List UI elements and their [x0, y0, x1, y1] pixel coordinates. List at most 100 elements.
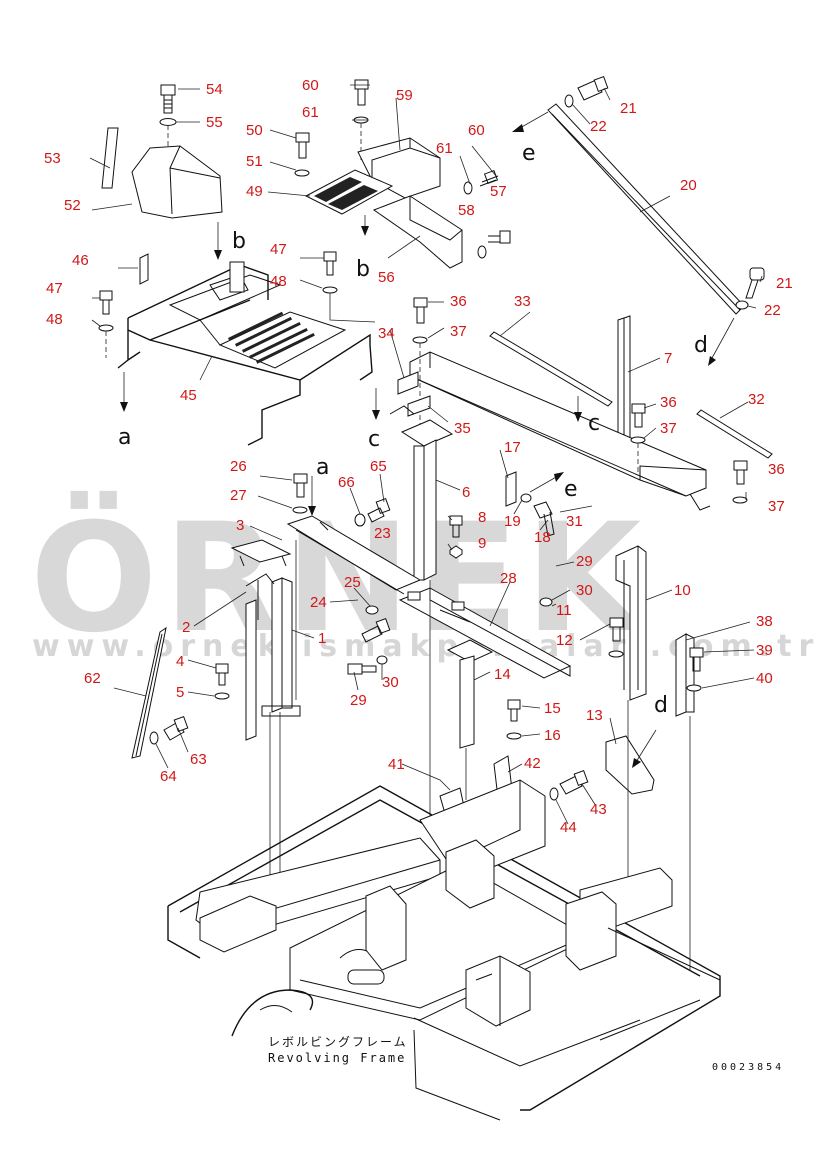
strip-24 — [245, 599, 257, 741]
callout: 26 — [230, 458, 247, 475]
washer-58 — [463, 181, 473, 195]
callout: 31 — [566, 513, 583, 530]
ref-letter-c-right: c — [588, 411, 600, 436]
bolt-15 — [507, 699, 521, 722]
callout: 36 — [660, 394, 677, 411]
callout: 7 — [664, 350, 672, 367]
washer-40 — [686, 684, 702, 692]
ref-letter-c-left: c — [368, 427, 380, 452]
callout: 43 — [590, 801, 607, 818]
washer-25 — [365, 605, 379, 615]
callout: 8 — [478, 509, 486, 526]
washer-61-right — [477, 245, 487, 259]
callout: 51 — [246, 153, 263, 170]
leader-lines — [89, 84, 763, 825]
nut-9 — [449, 545, 463, 559]
ref-letter-a-center: a — [316, 455, 329, 480]
callout: 32 — [748, 391, 765, 408]
bolt-39 — [689, 647, 704, 672]
ref-letter-e-lower: e — [564, 477, 578, 502]
bolt-29-lower — [347, 663, 377, 675]
bolt-36-right — [733, 460, 748, 485]
bolt-8 — [449, 515, 463, 538]
callout: 42 — [524, 755, 541, 772]
drawing-code: 00023854 — [712, 1062, 784, 1073]
washer-55 — [159, 118, 177, 126]
step-frame-45 — [117, 261, 373, 446]
post-7 — [617, 315, 631, 445]
washer-48-center — [322, 286, 338, 294]
bolt-47-center — [323, 251, 337, 276]
callout: 22 — [764, 302, 781, 319]
rod-33 — [489, 331, 613, 407]
washer-30-lower — [376, 655, 388, 665]
block-35 — [407, 395, 431, 417]
ref-letter-d-lower: d — [654, 693, 668, 718]
callout: 15 — [544, 700, 561, 717]
part-callouts: 54 55 53 52 60 61 59 50 51 49 60 61 57 5… — [44, 77, 793, 836]
washer-12 — [608, 650, 624, 658]
callout: 37 — [450, 323, 467, 340]
callout: 17 — [504, 439, 521, 456]
callout: 61 — [436, 140, 453, 157]
callout: 33 — [514, 293, 531, 310]
callout: 63 — [190, 751, 207, 768]
bracket-17 — [505, 471, 517, 507]
callout: 18 — [534, 529, 551, 546]
callout: 6 — [462, 484, 470, 501]
bolt-36-mid — [631, 403, 646, 428]
callout: 5 — [176, 684, 184, 701]
callout: 49 — [246, 183, 263, 200]
cover-53 — [101, 127, 119, 189]
bracket-28 — [398, 587, 572, 679]
bolt-54 — [160, 84, 176, 114]
washer-16 — [506, 732, 522, 740]
washer-51 — [294, 169, 310, 177]
callout: 41 — [388, 756, 405, 773]
cover-52 — [131, 145, 223, 219]
callout: 19 — [504, 513, 521, 530]
callout: 57 — [490, 183, 507, 200]
step-plate-49 — [304, 169, 394, 215]
callout: 48 — [46, 311, 63, 328]
ref-letter-b-lower: b — [356, 257, 370, 282]
callout: 44 — [560, 819, 577, 836]
washer-66 — [354, 513, 366, 527]
column-6 — [389, 405, 454, 581]
washer-27 — [292, 506, 308, 514]
bracket-14 — [446, 639, 494, 749]
callout: 55 — [206, 114, 223, 131]
bolt-29-left — [361, 618, 391, 643]
callout: 30 — [576, 582, 593, 599]
washer-37-right — [732, 496, 748, 504]
callout: 11 — [556, 602, 572, 619]
callout: 21 — [776, 275, 793, 292]
callout: 13 — [586, 707, 603, 724]
washer-19 — [520, 493, 532, 503]
caption-english: Revolving Frame — [268, 1051, 406, 1065]
callout: 28 — [500, 570, 517, 587]
bolt-60-top — [354, 79, 369, 106]
bracket-3 — [230, 539, 292, 567]
callout: 38 — [756, 613, 773, 630]
washer-5 — [214, 692, 230, 700]
bolt-43 — [559, 770, 589, 795]
callout: 47 — [46, 280, 63, 297]
callout: 59 — [396, 87, 413, 104]
post-1 — [261, 577, 301, 717]
callout: 36 — [450, 293, 467, 310]
callout: 48 — [270, 273, 287, 290]
callout: 35 — [454, 420, 471, 437]
callout: 12 — [556, 632, 573, 649]
bolt-36-center — [413, 297, 428, 324]
washer-44 — [549, 787, 559, 801]
callout: 45 — [180, 387, 197, 404]
rod-32 — [696, 409, 773, 459]
callout: 56 — [378, 269, 395, 286]
callout: 27 — [230, 487, 247, 504]
callout: 60 — [468, 122, 485, 139]
ref-letter-b-upper: b — [232, 229, 246, 254]
callout: 37 — [768, 498, 785, 515]
bolt-11 — [609, 617, 624, 642]
